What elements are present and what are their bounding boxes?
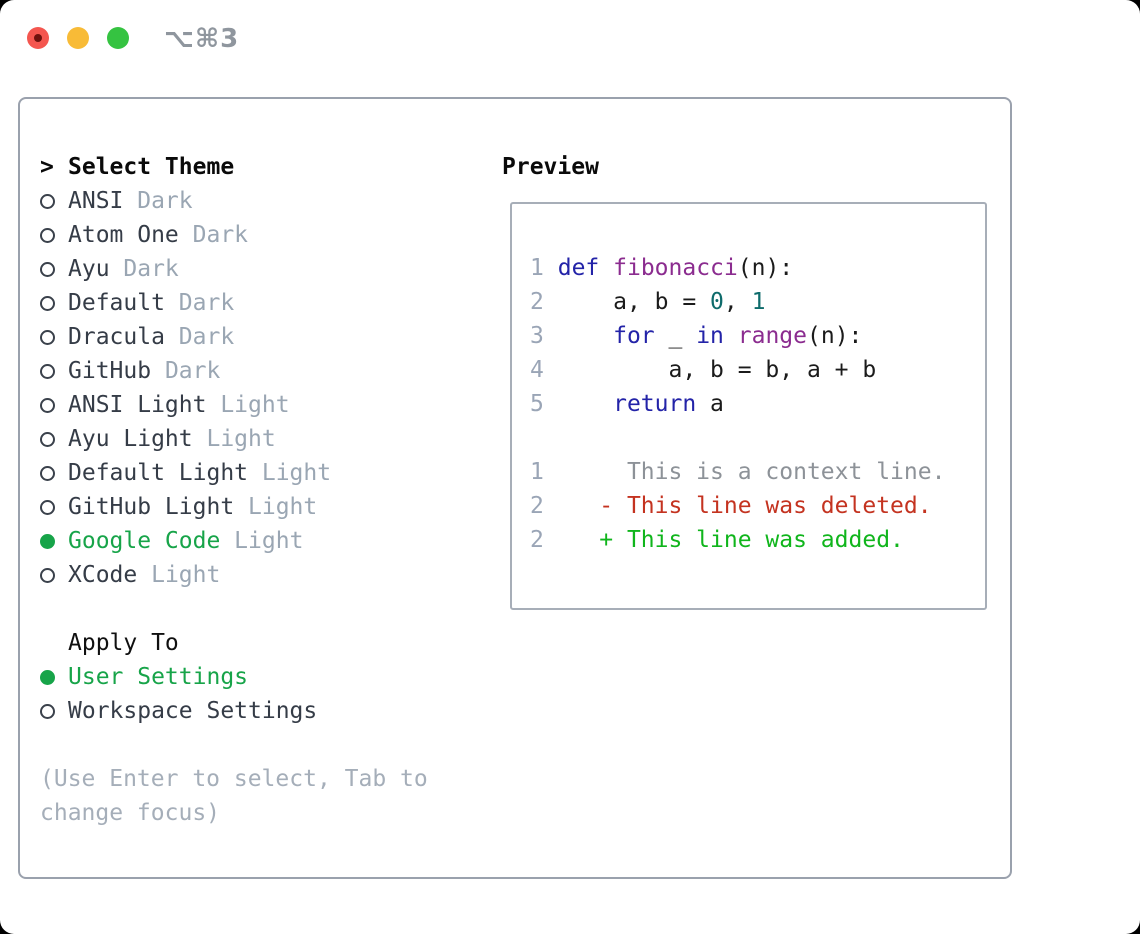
theme-option[interactable]: Atom One Dark: [40, 218, 480, 252]
preview-title: Preview: [502, 154, 599, 180]
theme-option[interactable]: XCode Light: [40, 558, 480, 592]
theme-option[interactable]: GitHub Dark: [40, 354, 480, 388]
radio-icon: [40, 227, 55, 243]
apply-to-title: Apply To: [68, 630, 179, 656]
radio-icon: [40, 567, 55, 583]
theme-label: Google Code Light: [68, 528, 304, 554]
theme-option[interactable]: Default Light Light: [40, 456, 480, 490]
theme-option[interactable]: GitHub Light Light: [40, 490, 480, 524]
window-title: ⌥⌘3: [164, 24, 240, 54]
theme-option[interactable]: ANSI Dark: [40, 184, 480, 218]
theme-label: Ayu Light Light: [68, 426, 276, 452]
radio-icon: [40, 431, 55, 447]
theme-label: Atom One Dark: [68, 222, 249, 248]
theme-label: GitHub Light Light: [68, 494, 318, 520]
spacer: [40, 728, 480, 762]
radio-icon: [40, 193, 55, 209]
code-preview: 1 def fibonacci(n): 2 a, b = 0, 1 3 for …: [530, 255, 946, 553]
select-theme-header: > Select Theme: [40, 150, 480, 184]
select-theme-title: Select Theme: [68, 154, 235, 180]
theme-option[interactable]: ANSI Light Light: [40, 388, 480, 422]
spacer: [40, 592, 480, 626]
radio-icon: [40, 499, 55, 515]
radio-icon: [40, 329, 55, 345]
apply-to-header-row: Apply To: [40, 626, 480, 660]
radio-icon: [40, 295, 55, 311]
theme-label: Default Light Light: [68, 460, 332, 486]
maximize-button[interactable]: [107, 27, 129, 49]
theme-option[interactable]: Dracula Dark: [40, 320, 480, 354]
minimize-button[interactable]: [67, 27, 89, 49]
prompt-marker: >: [40, 154, 54, 180]
hint-text: (Use Enter to select, Tab to change focu…: [40, 766, 428, 826]
theme-label: Ayu Dark: [68, 256, 179, 282]
theme-label: XCode Light: [68, 562, 221, 588]
theme-option[interactable]: Google Code Light: [40, 524, 480, 558]
theme-label: ANSI Dark: [68, 188, 193, 214]
theme-option[interactable]: Ayu Dark: [40, 252, 480, 286]
theme-option[interactable]: Ayu Light Light: [40, 422, 480, 456]
radio-icon: [40, 363, 55, 379]
close-dot-icon: [34, 34, 42, 42]
preview-box: 1 def fibonacci(n): 2 a, b = 0, 1 3 for …: [510, 202, 987, 610]
theme-label: Default Dark: [68, 290, 235, 316]
radio-selected-icon: [40, 669, 55, 685]
apply-option-label: User Settings: [68, 664, 249, 690]
radio-icon: [40, 465, 55, 481]
radio-selected-icon: [40, 533, 55, 549]
close-button[interactable]: [27, 27, 49, 49]
radio-icon: [40, 397, 55, 413]
theme-label: Dracula Dark: [68, 324, 235, 350]
titlebar: ⌥⌘3: [0, 0, 1140, 76]
theme-label: GitHub Dark: [68, 358, 221, 384]
apply-option-label: Workspace Settings: [68, 698, 318, 724]
theme-label: ANSI Light Light: [68, 392, 290, 418]
apply-option[interactable]: Workspace Settings: [40, 694, 480, 728]
theme-option[interactable]: Default Dark: [40, 286, 480, 320]
radio-icon: [40, 703, 55, 719]
apply-option[interactable]: User Settings: [40, 660, 480, 694]
radio-icon: [40, 261, 55, 277]
